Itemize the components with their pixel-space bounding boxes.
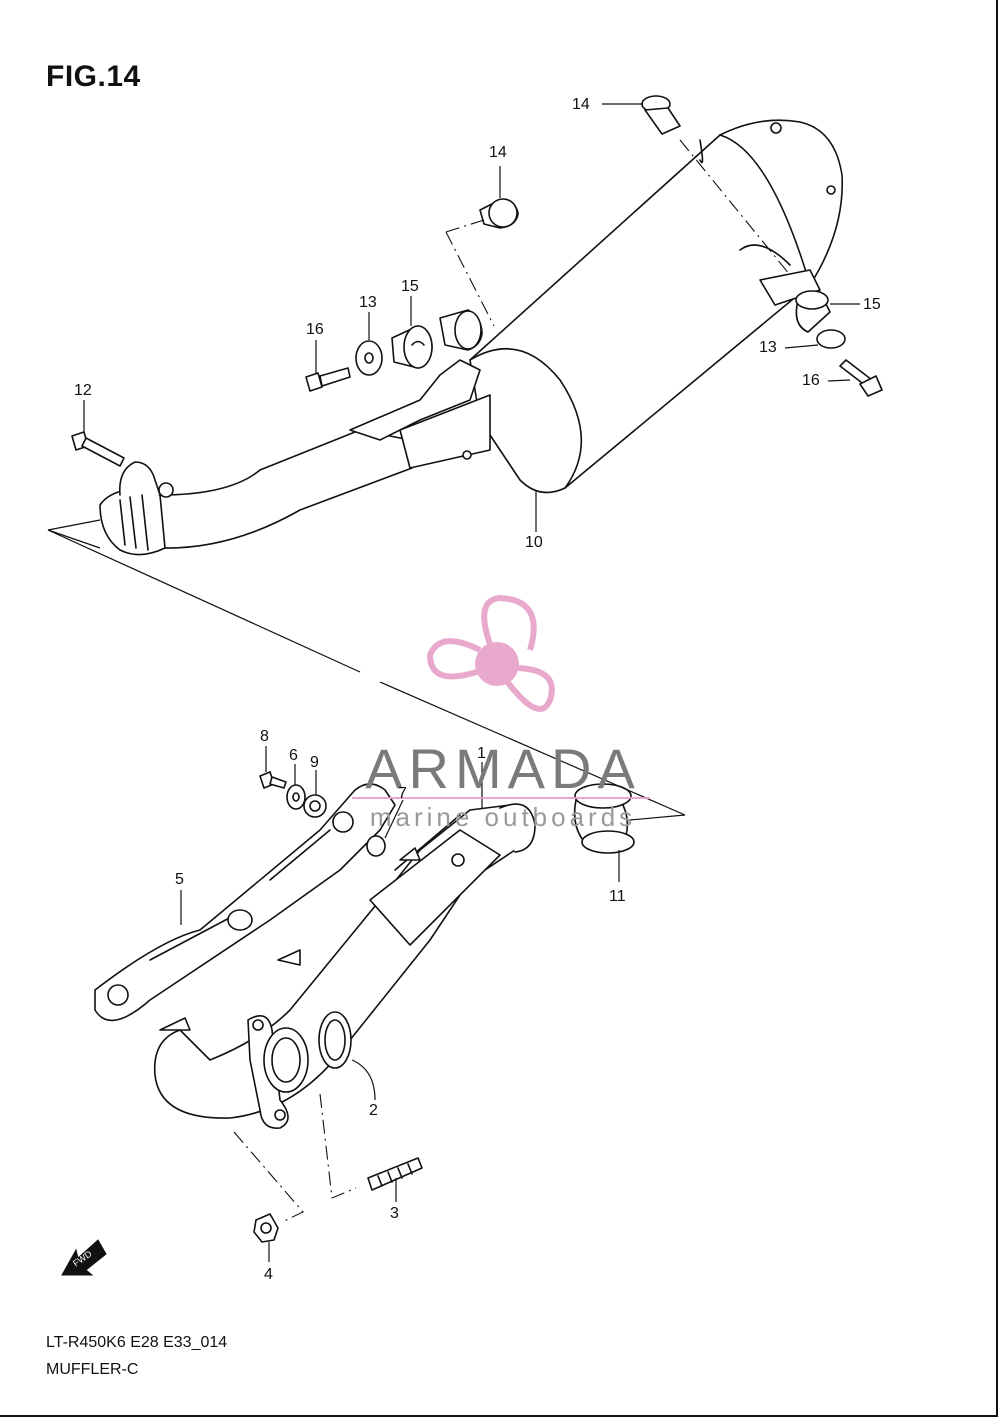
leader-lines xyxy=(47,103,860,1262)
muffler-inlet-pipe xyxy=(159,359,491,549)
collar-14-middle xyxy=(479,198,519,229)
figure-name: MUFFLER-C xyxy=(46,1361,139,1378)
watermark-brand: ARMADA xyxy=(365,737,641,800)
exhaust-pipe-1 xyxy=(153,803,536,1119)
fwd-arrow-icon: FWD xyxy=(61,1239,107,1276)
grommet-15-right xyxy=(795,290,831,333)
collar-14-top xyxy=(641,95,681,135)
alignment-lines xyxy=(233,139,791,1223)
callout-10: 10 xyxy=(525,534,543,551)
bolt-12 xyxy=(71,431,125,467)
callout-13-right: 13 xyxy=(759,339,777,356)
callout-13-left: 13 xyxy=(359,294,377,311)
mount-bush-left xyxy=(439,309,483,351)
bracket-5 xyxy=(94,783,396,1022)
nut-4 xyxy=(253,1213,279,1243)
washer-13-right xyxy=(816,329,846,349)
callout-2: 2 xyxy=(369,1102,378,1119)
callout-7: 7 xyxy=(398,785,407,802)
grommet-15-left xyxy=(391,325,433,369)
callout-12: 12 xyxy=(74,382,92,399)
washer-6 xyxy=(286,784,306,810)
washer-13-left xyxy=(355,340,383,376)
callout-5: 5 xyxy=(175,871,184,888)
callout-9: 9 xyxy=(310,754,319,771)
bolt-16-right xyxy=(839,359,883,397)
callout-8: 8 xyxy=(260,728,269,745)
muffler-body xyxy=(469,119,844,494)
grommet-7 xyxy=(366,835,386,857)
bolt-16-left xyxy=(305,367,351,392)
callout-16-left: 16 xyxy=(306,321,324,338)
callout-3: 3 xyxy=(390,1205,399,1222)
figure-title: FIG.14 xyxy=(46,60,141,93)
inlet-clamp xyxy=(99,461,174,556)
callout-15-left: 15 xyxy=(401,278,419,295)
callout-16-right: 16 xyxy=(802,372,820,389)
callout-4: 4 xyxy=(264,1266,273,1283)
stud-3 xyxy=(367,1157,423,1191)
callout-15-right: 15 xyxy=(863,296,881,313)
bolt-8 xyxy=(259,771,287,789)
callout-11: 11 xyxy=(609,888,626,905)
callout-14-middle: 14 xyxy=(489,144,507,161)
armada-logo-icon xyxy=(352,594,650,799)
callout-1: 1 xyxy=(477,745,486,762)
figure-code: LT-R450K6 E28 E33_014 xyxy=(46,1334,228,1351)
gasket-2 xyxy=(318,1011,352,1069)
watermark-tagline: marine outboards xyxy=(369,802,637,832)
callout-14-top: 14 xyxy=(572,96,590,113)
pipe-flange xyxy=(247,1014,309,1129)
connector-11 xyxy=(573,783,635,854)
collar-9 xyxy=(303,794,327,818)
callout-6: 6 xyxy=(289,747,298,764)
